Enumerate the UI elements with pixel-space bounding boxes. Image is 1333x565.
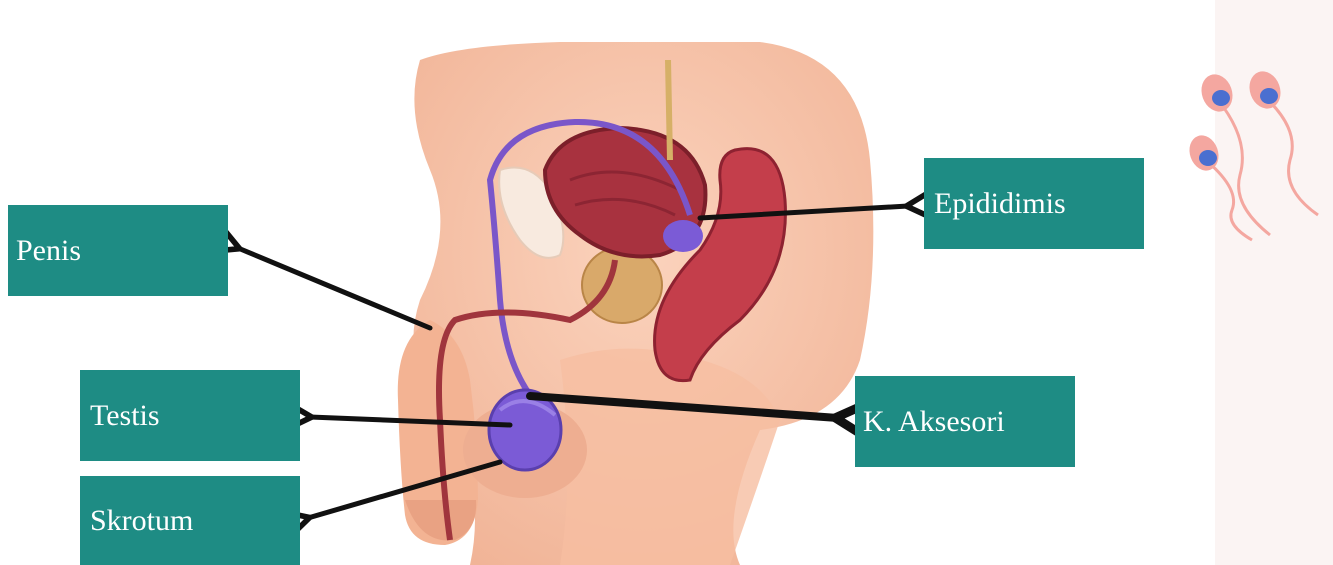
label-skrotum: Skrotum: [80, 476, 300, 565]
label-aksesori-text: K. Aksesori: [863, 407, 1005, 437]
label-epididimis: Epididimis: [924, 158, 1144, 249]
label-aksesori: K. Aksesori: [855, 376, 1075, 467]
label-epididimis-text: Epididimis: [934, 189, 1066, 219]
label-skrotum-text: Skrotum: [90, 506, 193, 536]
sperm-icon: [1244, 67, 1318, 215]
arrow-penis: [238, 248, 430, 328]
label-penis-text: Penis: [16, 236, 81, 266]
label-testis: Testis: [80, 370, 300, 461]
label-penis: Penis: [8, 205, 228, 296]
label-testis-text: Testis: [90, 401, 160, 431]
ureter: [668, 60, 670, 160]
prostate: [582, 247, 662, 323]
seminal-vesicle: [663, 220, 703, 252]
